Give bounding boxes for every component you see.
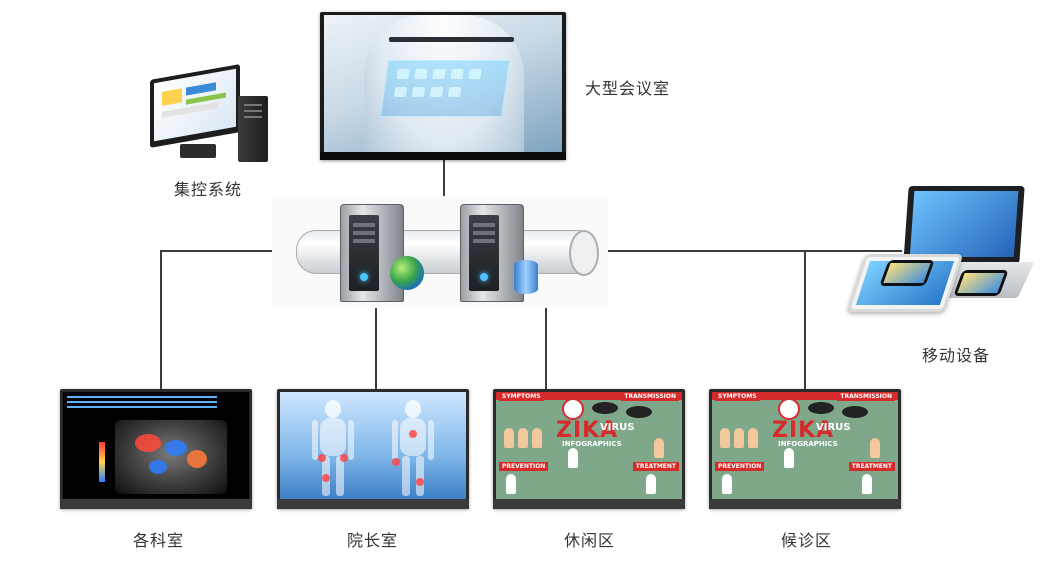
phone-icon	[953, 270, 1009, 296]
departments-label: 各科室	[133, 531, 185, 550]
zika-infographic: SYMPTOMS TRANSMISSION ZIKA VIRUS INFOGRA…	[496, 392, 682, 499]
line-right-down	[804, 250, 806, 390]
line-conference-to-server	[443, 160, 445, 204]
line-left-horizontal	[160, 250, 292, 252]
desktop-computer-icon	[150, 64, 244, 158]
central-control-label: 集控系统	[174, 180, 243, 199]
server-pipe-icon	[272, 196, 608, 308]
mobile-devices-label: 移动设备	[922, 346, 991, 365]
lounge-label: 休闲区	[564, 531, 616, 550]
phone-icon	[879, 260, 935, 286]
line-server-to-lounge	[545, 296, 547, 390]
skeleton-image	[280, 392, 466, 499]
lounge-display: SYMPTOMS TRANSMISSION ZIKA VIRUS INFOGRA…	[493, 389, 685, 509]
pc-tower-icon	[238, 96, 268, 162]
line-server-to-president	[375, 296, 377, 390]
zika-infographic: SYMPTOMS TRANSMISSION ZIKA VIRUS INFOGRA…	[712, 392, 898, 499]
departments-display	[60, 389, 252, 509]
line-right-horizontal	[592, 250, 902, 252]
conference-display	[320, 12, 566, 160]
database-server-icon	[460, 204, 524, 302]
web-server-icon	[340, 204, 404, 302]
globe-icon	[390, 256, 424, 290]
medical-hologram-image	[324, 15, 562, 152]
ultrasound-image	[63, 392, 249, 499]
conference-room-label: 大型会议室	[585, 79, 671, 98]
line-left-down	[160, 250, 162, 390]
president-office-display	[277, 389, 469, 509]
waiting-area-label: 候诊区	[781, 531, 833, 550]
waiting-area-display: SYMPTOMS TRANSMISSION ZIKA VIRUS INFOGRA…	[709, 389, 901, 509]
database-icon	[514, 260, 538, 294]
president-office-label: 院长室	[347, 531, 399, 550]
